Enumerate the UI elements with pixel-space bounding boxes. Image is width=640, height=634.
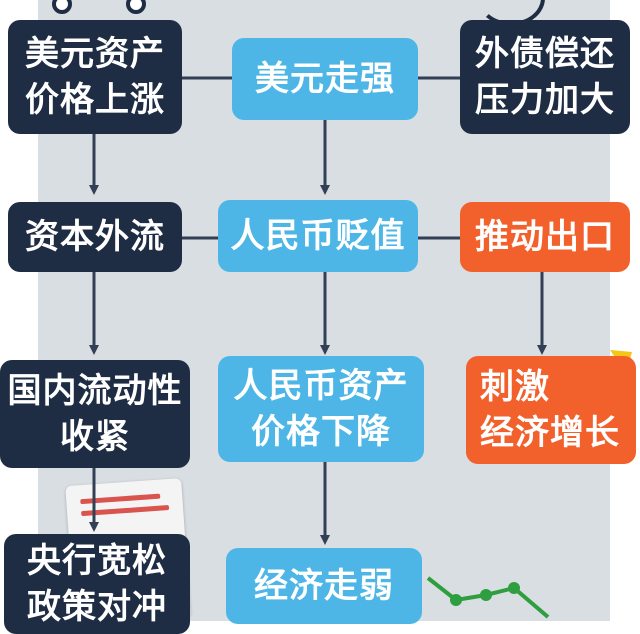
box-label-line: 政策对冲 <box>27 587 167 627</box>
box-economy-weakening: 经济走弱 <box>226 548 422 624</box>
box-label-line: 美元资产 <box>25 34 165 74</box>
box-label-line: 收紧 <box>60 417 130 457</box>
box-label-line: 刺激 <box>480 367 550 407</box>
binder-ring-icon <box>52 0 72 14</box>
box-usd-strong: 美元走强 <box>232 38 418 120</box>
box-stimulate-growth: 刺激 经济增长 <box>466 356 636 464</box>
box-label-line: 资本外流 <box>25 217 165 257</box>
box-label-line: 美元走强 <box>255 59 395 99</box>
box-label-line: 价格下降 <box>251 412 391 452</box>
box-label-line: 推动出口 <box>475 217 615 257</box>
box-label-line: 外债偿还 <box>475 34 615 74</box>
falling-line-chart-icon <box>426 576 550 619</box>
box-label-line: 央行宽松 <box>27 541 167 581</box>
box-label-line: 人民币资产 <box>233 366 409 406</box>
binder-ring-icon <box>126 0 146 14</box>
box-rmb-depreciation: 人民币贬值 <box>218 200 418 272</box>
box-foreign-debt-pressure: 外债偿还 压力加大 <box>460 20 630 134</box>
box-rmb-asset-price-down: 人民币资产 价格下降 <box>218 356 424 462</box>
box-label-line: 国内流动性 <box>7 371 183 411</box>
box-label-line: 压力加大 <box>475 80 615 120</box>
box-domestic-liquidity-tight: 国内流动性 收紧 <box>0 360 190 468</box>
box-label-line: 经济增长 <box>480 413 620 453</box>
box-label-line: 价格上涨 <box>25 80 165 120</box>
box-label-line: 人民币贬值 <box>230 216 406 256</box>
box-label-line: 经济走弱 <box>254 566 394 606</box>
box-capital-outflow: 资本外流 <box>8 202 182 272</box>
box-boost-export: 推动出口 <box>460 202 630 272</box>
box-usd-asset-price-up: 美元资产 价格上涨 <box>8 20 182 134</box>
box-central-bank-easing-hedge: 央行宽松 政策对冲 <box>4 534 190 634</box>
